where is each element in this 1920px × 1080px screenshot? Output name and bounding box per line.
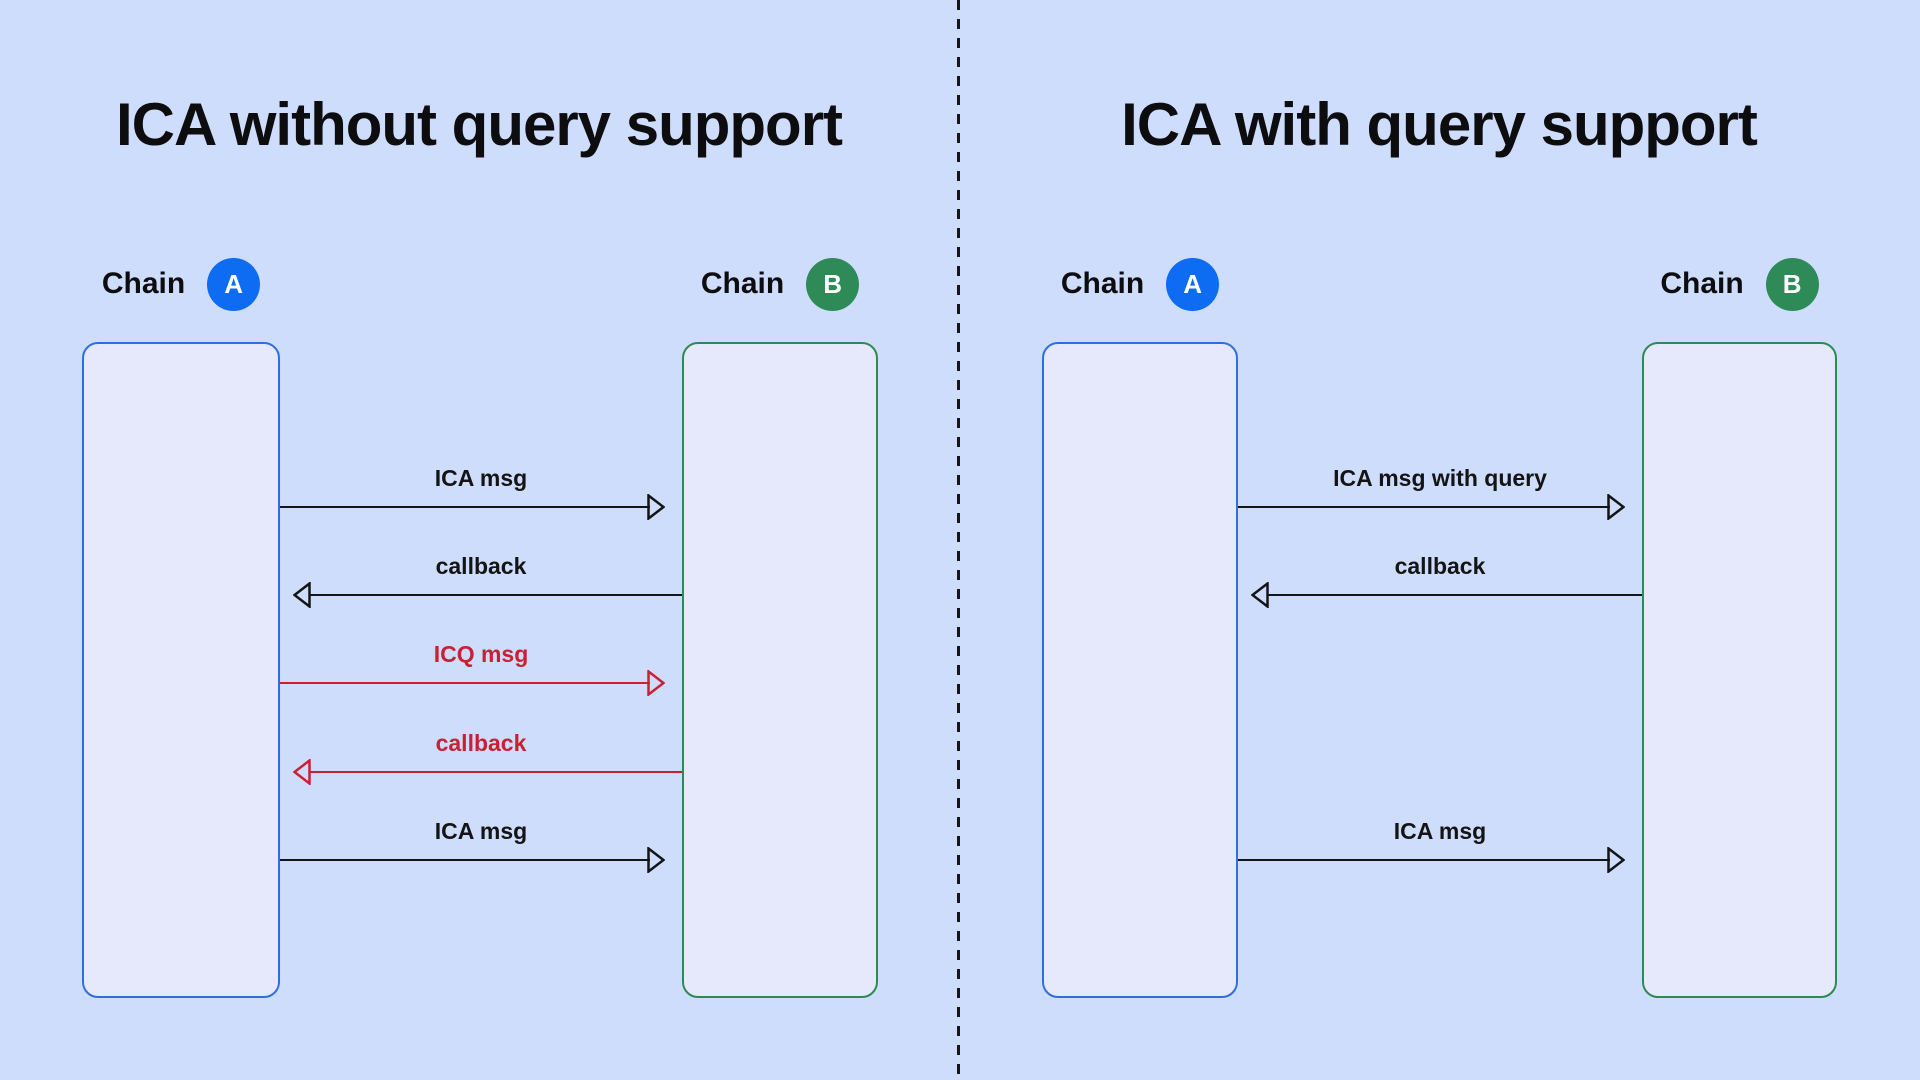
message-label: ICA msg	[434, 465, 528, 491]
left-chain-b-label: Chain B	[682, 257, 878, 311]
message-arrow-ica-msg-with-query: ICA msg with query	[1238, 465, 1642, 520]
left-chain-b-lifeline	[682, 342, 878, 998]
message-label: ICA msg	[1393, 818, 1487, 844]
arrow-shaft	[1268, 593, 1642, 597]
arrowhead-left-icon	[1251, 582, 1269, 608]
arrowhead-right-icon	[1607, 847, 1625, 873]
arrow-shaft	[280, 505, 650, 509]
message-label: callback	[435, 553, 527, 579]
chain-name: Chain	[700, 267, 785, 300]
arrow-shaft	[1238, 858, 1610, 862]
message-arrow-icq-msg: ICQ msg	[280, 641, 682, 696]
chain-a-badge: A	[1166, 257, 1220, 311]
arrowhead-left-icon	[293, 759, 311, 785]
message-arrow-ica-msg: ICA msg	[1238, 818, 1642, 873]
arrow-shaft	[310, 593, 682, 597]
message-label: ICA msg with query	[1333, 465, 1547, 491]
arrowhead-right-icon	[647, 847, 665, 873]
arrowhead-right-icon	[1607, 494, 1625, 520]
message-arrow-ica-msg: ICA msg	[280, 818, 682, 873]
chain-a-badge: A	[207, 257, 261, 311]
right-chain-a-label: Chain A	[1042, 257, 1238, 311]
message-arrow-ica-msg: ICA msg	[280, 465, 682, 520]
arrow-shaft	[310, 770, 682, 774]
arrowhead-left-icon	[293, 582, 311, 608]
message-arrow-callback: callback	[280, 553, 682, 608]
left-panel-title: ICA without query support	[115, 91, 843, 158]
chain-b-badge: B	[1765, 257, 1819, 311]
left-chain-a-label: Chain A	[82, 257, 280, 311]
chain-name: Chain	[101, 267, 186, 300]
left-chain-a-lifeline	[82, 342, 280, 998]
arrowhead-right-icon	[647, 494, 665, 520]
message-label: callback	[1394, 553, 1486, 579]
center-dotted-divider	[957, 0, 960, 1080]
message-arrow-callback: callback	[1238, 553, 1642, 608]
right-panel-title: ICA with query support	[1121, 91, 1758, 158]
message-label: ICQ msg	[433, 641, 529, 667]
message-label: callback	[435, 730, 527, 756]
chain-name: Chain	[1660, 267, 1744, 300]
right-chain-b-lifeline	[1642, 342, 1837, 998]
arrow-shaft	[280, 858, 650, 862]
chain-name: Chain	[1060, 267, 1145, 300]
right-chain-a-lifeline	[1042, 342, 1238, 998]
arrow-shaft	[1238, 505, 1610, 509]
arrowhead-right-icon	[647, 670, 665, 696]
message-arrow-callback-red: callback	[280, 730, 682, 785]
arrow-shaft	[280, 681, 650, 685]
message-label: ICA msg	[434, 818, 528, 844]
right-chain-b-label: Chain B	[1642, 257, 1837, 311]
chain-b-badge: B	[806, 257, 860, 311]
